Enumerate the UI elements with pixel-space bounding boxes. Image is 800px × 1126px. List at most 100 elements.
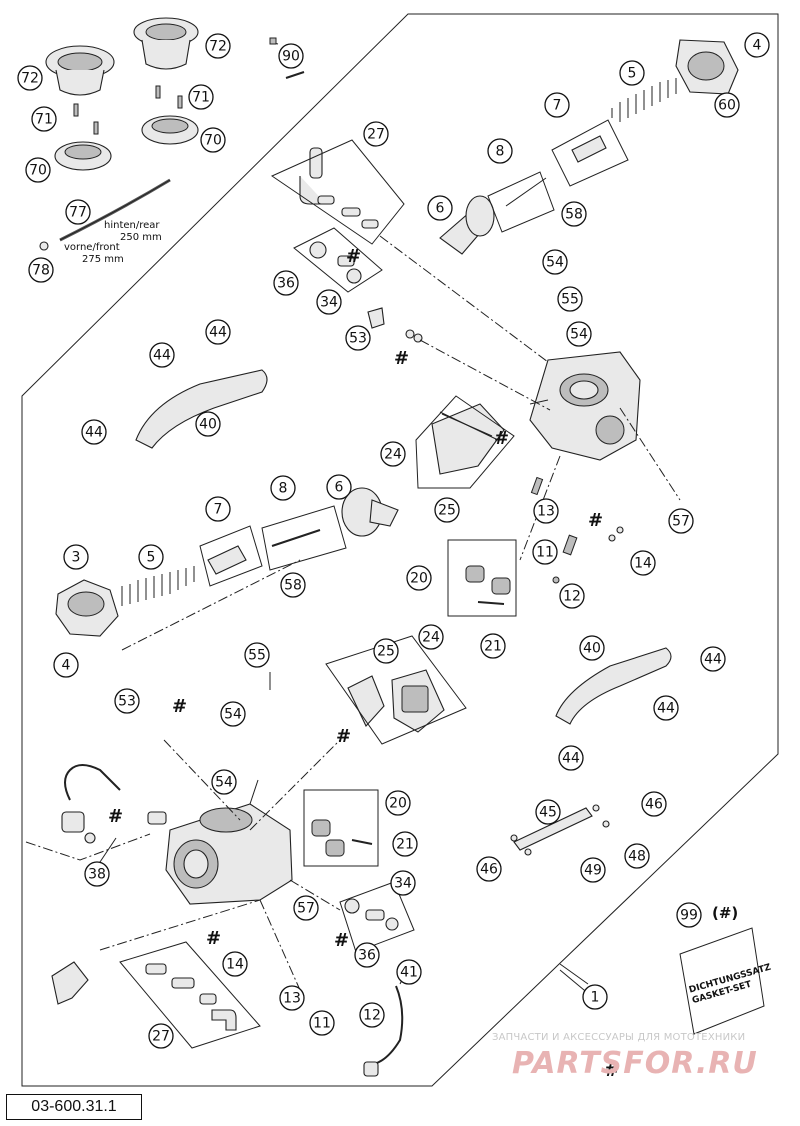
callout-number: 13	[283, 991, 301, 1007]
callout-11: 11	[532, 539, 558, 565]
callout-circle	[396, 959, 422, 985]
callout-circle	[211, 769, 237, 795]
box-7-upper	[551, 119, 629, 187]
callout-circle	[363, 121, 389, 147]
callout-circle	[476, 856, 502, 882]
callout-44: 44	[653, 695, 679, 721]
callout-20: 20	[385, 790, 411, 816]
callout-8: 8	[487, 138, 513, 164]
callout-number: 14	[226, 957, 244, 973]
callout-12: 12	[559, 583, 585, 609]
callout-circle	[434, 497, 460, 523]
callout-number: 70	[29, 163, 47, 179]
callout-number: 36	[358, 948, 376, 964]
callout-circle	[641, 791, 667, 817]
box-24-upper	[415, 395, 515, 489]
callout-72: 72	[205, 33, 231, 59]
callout-circle	[17, 65, 43, 91]
callout-54: 54	[542, 249, 568, 275]
callout-circle	[345, 325, 371, 351]
document-code: 03-600.31.1	[6, 1094, 142, 1120]
box-20-lower	[303, 789, 379, 867]
callout-27: 27	[148, 1023, 174, 1049]
callout-number: 41	[400, 965, 418, 981]
upper-fitting-group	[299, 147, 379, 229]
callout-71: 71	[31, 106, 57, 132]
callout-circle	[406, 565, 432, 591]
callout-12: 12	[359, 1002, 385, 1028]
callout-number: 55	[561, 292, 579, 308]
callout-number: 40	[199, 417, 217, 433]
callout-number: 12	[563, 589, 581, 605]
callout-circle	[542, 249, 568, 275]
callout-1: 1	[582, 984, 608, 1010]
callout-number: 34	[320, 295, 338, 311]
lower-cover-group	[347, 669, 445, 733]
callout-circle	[566, 321, 592, 347]
callout-48: 48	[624, 843, 650, 869]
callout-circle	[558, 745, 584, 771]
callout-circle	[480, 633, 506, 659]
callout-layer: 1344556677881111121213131414202021212424…	[17, 32, 770, 1049]
callout-number: 72	[21, 71, 39, 87]
callout-circle	[222, 951, 248, 977]
callout-27: 27	[363, 121, 389, 147]
callout-circle	[359, 1002, 385, 1028]
callout-8: 8	[270, 475, 296, 501]
callout-5: 5	[619, 60, 645, 86]
callout-number: 1	[591, 990, 600, 1006]
callout-number: 58	[284, 578, 302, 594]
callout-77: 77	[65, 199, 91, 225]
axis-line-8	[249, 739, 341, 831]
lower-slide-group	[55, 487, 399, 637]
callout-number: 7	[553, 98, 562, 114]
callout-number: 4	[753, 38, 762, 54]
callout-circle	[316, 289, 342, 315]
callout-number: 57	[672, 514, 690, 530]
callout-circle	[744, 32, 770, 58]
callout-38: 38	[84, 861, 110, 887]
callout-circle	[561, 201, 587, 227]
callout-46: 46	[641, 791, 667, 817]
callout-78: 78	[28, 257, 54, 283]
callout-72: 72	[17, 65, 43, 91]
callout-circle	[533, 498, 559, 524]
callout-circle	[427, 195, 453, 221]
callout-number: 90	[282, 49, 300, 65]
axis-line-5	[121, 559, 301, 651]
callout-number: 11	[313, 1016, 331, 1032]
callout-number: 72	[209, 39, 227, 55]
lower-carburetor	[165, 779, 293, 905]
callout-number: 25	[438, 503, 456, 519]
callout-number: 12	[363, 1008, 381, 1024]
callout-54: 54	[566, 321, 592, 347]
callout-circle	[309, 1010, 335, 1036]
callout-57: 57	[293, 895, 319, 921]
callout-circle	[149, 342, 175, 368]
box-34-lower	[339, 881, 415, 953]
callout-40: 40	[579, 635, 605, 661]
callout-circle	[205, 33, 231, 59]
callout-71: 71	[188, 84, 214, 110]
callout-number: 6	[436, 201, 445, 217]
axis-line-1	[379, 235, 549, 363]
callout-number: 20	[410, 571, 428, 587]
upper-slide-group	[439, 39, 739, 255]
upper-carburetor	[529, 351, 641, 461]
callout-circle	[280, 572, 306, 598]
callout-number: 48	[628, 849, 646, 865]
callout-53: 53	[345, 325, 371, 351]
callout-circle	[195, 411, 221, 437]
callout-40: 40	[195, 411, 221, 437]
callout-number: 49	[584, 863, 602, 879]
callout-58: 58	[280, 572, 306, 598]
callout-99: 99	[676, 902, 702, 928]
callout-number: 40	[583, 641, 601, 657]
upper-valve-group	[309, 241, 423, 343]
box-7-lower	[199, 525, 263, 587]
callout-circle	[65, 199, 91, 225]
callout-circle	[205, 319, 231, 345]
callout-number: 46	[480, 862, 498, 878]
callout-number: 8	[496, 144, 505, 160]
callout-24: 24	[380, 441, 406, 467]
